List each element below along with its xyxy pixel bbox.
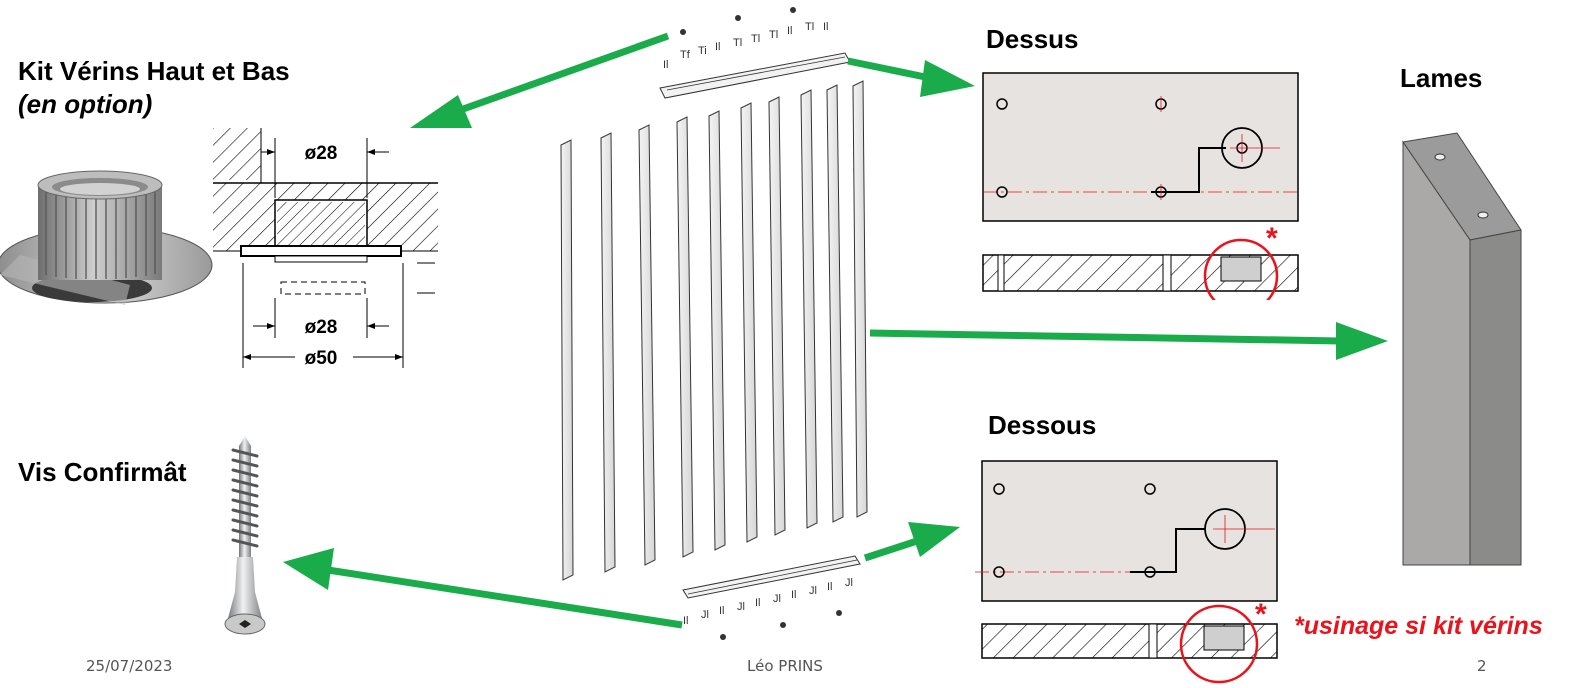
footer-page: 2 <box>1477 657 1487 675</box>
svg-text:Il: Il <box>755 597 761 609</box>
svg-text:Jl: Jl <box>809 585 817 597</box>
svg-text:Tl: Tl <box>769 29 778 41</box>
blade-3d <box>1402 132 1522 566</box>
svg-text:Il: Il <box>823 21 829 33</box>
svg-text:Tf: Tf <box>680 49 691 61</box>
arrowhead-screw <box>283 548 334 590</box>
confirmat-screw-photo <box>224 436 266 635</box>
svg-text:Il: Il <box>663 59 669 71</box>
dim-middle-label: ø28 <box>305 317 338 338</box>
kit-title: Kit Vérins Haut et Bas <box>18 56 290 86</box>
svg-text:Jl: Jl <box>845 577 853 589</box>
arrowhead-top-plate <box>920 60 975 97</box>
arrow-to-screw <box>327 566 683 629</box>
svg-text:Tl: Tl <box>805 21 814 33</box>
arrowhead-leveler <box>410 95 472 128</box>
svg-text:Jl: Jl <box>737 601 745 613</box>
blade-title: Lames <box>1400 63 1483 93</box>
leveler-section-drawing: ø28 ø28 ø50 <box>213 128 438 369</box>
machining-star-top: * <box>1266 222 1278 255</box>
svg-text:Il: Il <box>715 41 721 53</box>
svg-text:Il: Il <box>719 605 725 617</box>
top-view-title: Dessus <box>986 24 1079 54</box>
svg-text:Tl: Tl <box>751 33 760 45</box>
svg-text:Il: Il <box>827 581 833 593</box>
svg-text:Jl: Jl <box>773 593 781 605</box>
svg-text:Il: Il <box>787 25 793 37</box>
bottom-view-title: Dessous <box>988 410 1097 440</box>
arrow-to-top-plate <box>847 57 931 82</box>
arrow-to-bottom-plate <box>863 536 922 562</box>
arrow-to-leveler <box>450 32 670 117</box>
screw-title: Vis Confirmât <box>18 457 187 487</box>
footer-date: 25/07/2023 <box>86 657 173 675</box>
svg-text:Ti: Ti <box>698 45 707 57</box>
arrowhead-bottom-plate <box>908 522 960 557</box>
dim-bottom-label: ø50 <box>305 348 338 369</box>
top-plate-drawing <box>982 72 1299 300</box>
machining-star-bottom: * <box>1255 598 1267 631</box>
svg-text:Jl: Jl <box>701 609 709 621</box>
footer-author: Léo PRINS <box>747 657 823 675</box>
svg-text:Tl: Tl <box>733 37 742 49</box>
machining-note: *usinage si kit vérins <box>1294 612 1543 640</box>
kit-subtitle: (en option) <box>18 89 153 119</box>
leveler-photo <box>0 170 213 305</box>
arrowhead-blade <box>1336 322 1388 360</box>
svg-text:Il: Il <box>791 589 797 601</box>
svg-text:Il: Il <box>683 615 689 627</box>
bottom-plate-drawing <box>975 460 1278 684</box>
arrow-to-blade <box>869 329 1341 345</box>
dim-top-label: ø28 <box>305 143 338 164</box>
